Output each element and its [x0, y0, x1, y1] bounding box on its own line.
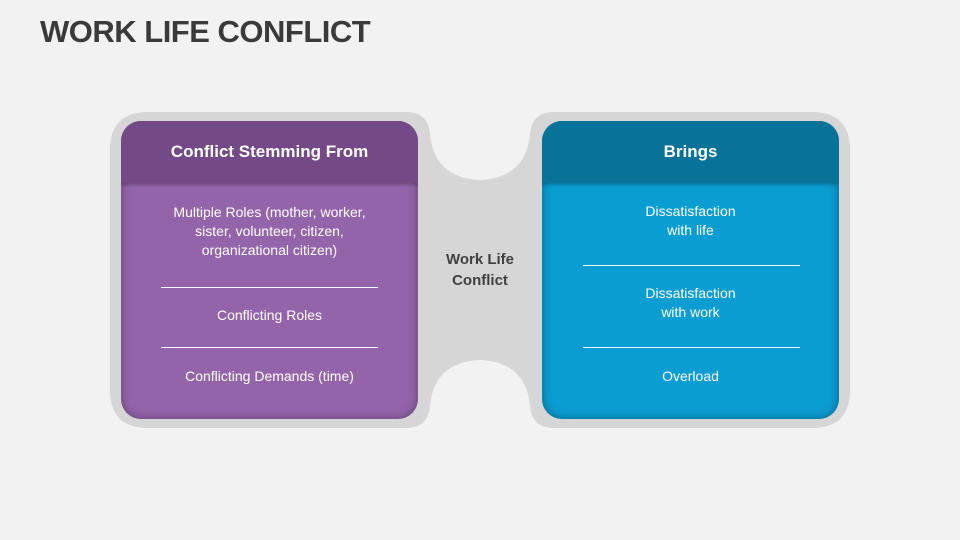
list-item-conflicting-roles: Conflicting Roles	[216, 307, 323, 323]
list-item-life-dissatisfaction: Dissatisfaction with life	[645, 203, 736, 238]
divider	[583, 347, 800, 348]
slide-title: WORK LIFE CONFLICT	[40, 14, 371, 49]
list-item-work-dissatisfaction: Dissatisfaction with work	[645, 285, 736, 320]
divider	[161, 287, 378, 288]
brings-heading: Brings	[542, 121, 839, 183]
list-item-overload: Overload	[662, 368, 719, 384]
conflict-source-panel: Conflict Stemming From Multiple Roles (m…	[121, 121, 418, 419]
list-item-conflicting-demands: Conflicting Demands (time)	[185, 368, 354, 384]
divider	[583, 265, 800, 266]
divider	[161, 347, 378, 348]
conflict-source-heading: Conflict Stemming From	[121, 121, 418, 183]
center-label: Work Life Conflict	[445, 251, 515, 289]
brings-panel: Brings Dissatisfaction with life Dissati…	[542, 121, 839, 419]
list-item-multiple-roles: Multiple Roles (mother, worker, sister, …	[173, 204, 366, 258]
